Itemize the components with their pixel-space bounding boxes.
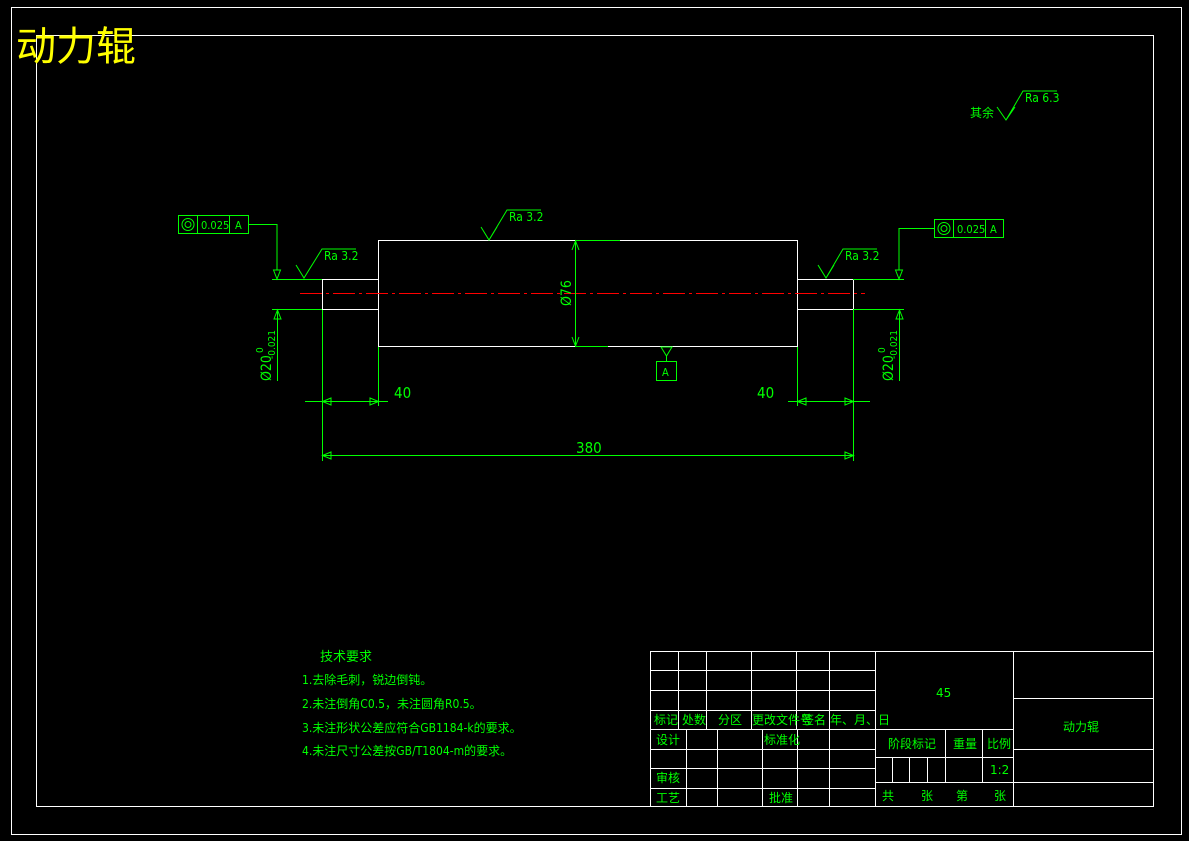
general-roughness-prefix: 其余 [970, 105, 994, 120]
roughness-symbol-icon [480, 209, 541, 241]
left-shaft-roughness-value: Ra 3.2 [324, 249, 358, 263]
body-diameter-label: Ø76 [559, 280, 575, 306]
datum-label: A [662, 366, 669, 379]
left-shaft-diameter-dimension: Ø20 0 -0.021 [255, 279, 322, 381]
tech-req-item: 1.去除毛刺，锐边倒钝。 [302, 672, 432, 687]
scale-label: 比例 [987, 737, 1011, 751]
tech-req-heading: 技术要求 [320, 650, 372, 665]
sheet-unit-label: 张 [994, 789, 1006, 803]
left-shaft-diameter: Ø20 [259, 355, 275, 381]
left-shaft-roughness: Ra 3.2 [295, 248, 358, 279]
right-tolerance-datum: A [990, 223, 997, 236]
right-shaft-roughness-value: Ra 3.2 [845, 249, 879, 263]
left-tolerance-value: 0.025 [201, 219, 229, 232]
left-shaft-length-dimension: 40 [305, 310, 411, 461]
right-shaft-end [797, 279, 854, 310]
body-roughness-value: Ra 3.2 [509, 210, 543, 224]
weight-label: 重量 [953, 737, 977, 751]
process-label: 工艺 [656, 791, 680, 805]
approval-label: 批准 [769, 790, 793, 805]
header-change-doc: 更改文件号 [752, 712, 812, 727]
left-shaft-end [322, 279, 379, 310]
tech-req-item: 3.未注形状公差应符合GB1184-k的要求。 [302, 720, 522, 735]
total-length: 380 [576, 439, 602, 457]
body-roughness: Ra 3.2 [480, 209, 543, 241]
left-tolerance-datum: A [235, 219, 242, 232]
tech-req-item: 4.未注尺寸公差按GB/T1804-m的要求。 [302, 743, 512, 758]
inner-frame [36, 35, 1154, 807]
tech-req-item: 2.未注倒角C0.5，未注圆角R0.5。 [302, 696, 482, 711]
right-shaft-diameter: Ø20 [881, 355, 897, 381]
sheet-unit-label: 张 [921, 789, 933, 803]
technical-requirements: 技术要求 1.去除毛刺，锐边倒钝。 2.未注倒角C0.5，未注圆角R0.5。 3… [302, 650, 522, 758]
body-diameter-dimension: Ø76 [559, 239, 620, 348]
design-label: 设计 [656, 733, 680, 747]
scale-value: 1:2 [990, 763, 1009, 777]
header-mark: 标记 [654, 713, 678, 727]
title-block: 标记 处数 分区 更改文件号 签名 年、月、日 设计 标准化 审核 工艺 批准 … [650, 651, 1154, 807]
right-shaft-tol-upper: 0 [877, 347, 888, 353]
right-shaft-roughness: Ra 3.2 [817, 248, 879, 279]
roughness-symbol-icon [295, 248, 356, 279]
right-shaft-tol-lower: -0.021 [889, 330, 900, 359]
sheet-no-label: 第 [956, 789, 968, 803]
header-date: 年、月、日 [830, 713, 890, 727]
stage-mark-label: 阶段标记 [888, 736, 936, 751]
sheet-total-label: 共 [882, 789, 894, 803]
right-shaft-length: 40 [757, 384, 774, 402]
material: 45 [936, 686, 951, 700]
datum-feature: A [656, 346, 677, 381]
drawing-title: 动力辊 [16, 24, 136, 70]
concentricity-icon [937, 222, 951, 235]
right-tolerance-value: 0.025 [957, 223, 985, 236]
right-shaft-diameter-dimension: Ø20 0 -0.021 [853, 279, 904, 381]
left-tolerance-frame: 0.025 A [178, 215, 282, 281]
outer-frame [11, 7, 1182, 835]
roughness-symbol-icon [817, 248, 877, 279]
part-name: 动力辊 [1063, 720, 1099, 734]
left-shaft-length: 40 [394, 384, 411, 402]
header-sign: 签名 [802, 712, 826, 727]
left-shaft-tol-lower: -0.021 [267, 330, 278, 359]
header-count: 处数 [682, 712, 706, 727]
left-shaft-tol-upper: 0 [255, 347, 266, 353]
right-shaft-length-dimension: 40 [757, 310, 870, 461]
standardization-label: 标准化 [764, 733, 800, 747]
roughness-symbol-icon [996, 90, 1057, 121]
concentricity-icon [181, 218, 195, 231]
general-roughness: 其余 Ra 6.3 [970, 90, 1059, 121]
right-tolerance-frame: 0.025 A [894, 219, 1004, 281]
total-length-dimension: 380 [321, 439, 855, 460]
header-zone: 分区 [718, 713, 742, 727]
review-label: 审核 [656, 770, 680, 785]
general-roughness-value: Ra 6.3 [1025, 91, 1059, 105]
